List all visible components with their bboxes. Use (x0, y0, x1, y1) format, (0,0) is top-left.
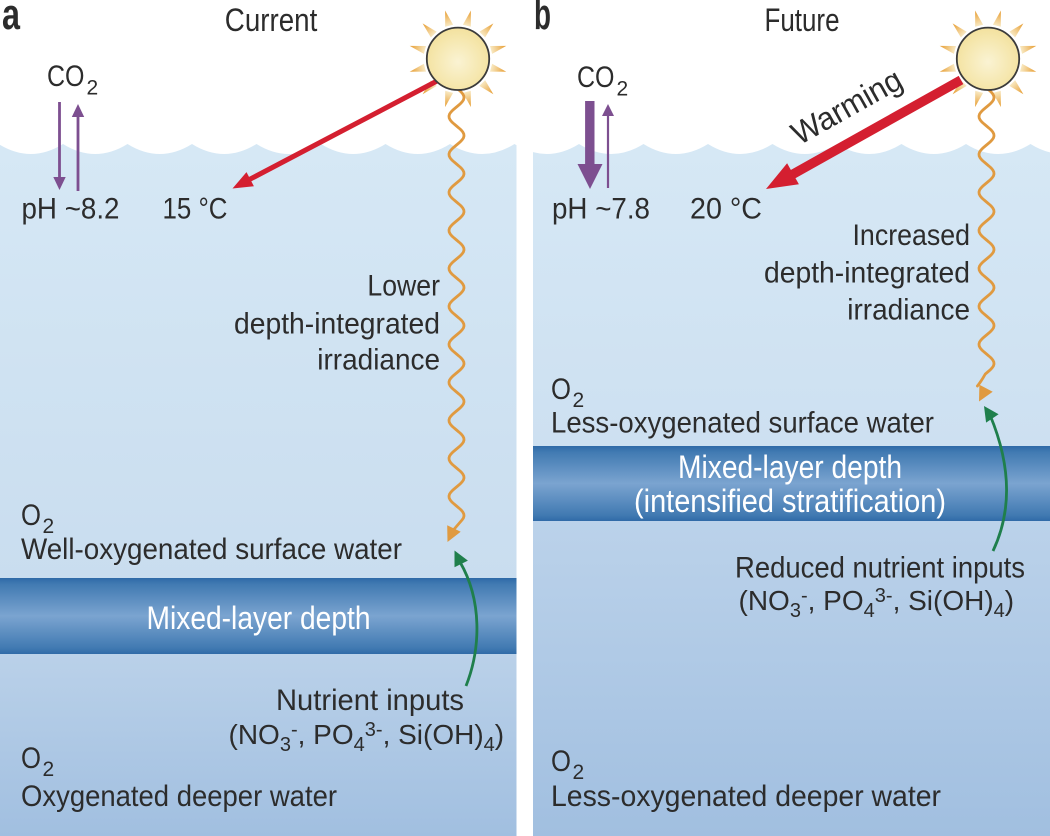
svg-text:irradiance: irradiance (317, 344, 440, 377)
svg-text:O: O (551, 373, 571, 406)
svg-text:2: 2 (573, 761, 585, 784)
svg-text:pH ~8.2: pH ~8.2 (22, 193, 120, 226)
svg-text:2: 2 (43, 758, 55, 781)
svg-text:2: 2 (617, 78, 629, 101)
svg-text:CO: CO (577, 61, 615, 94)
svg-text:O: O (21, 499, 41, 532)
svg-text:Lower: Lower (367, 270, 440, 303)
svg-text:Oxygenated deeper water: Oxygenated deeper water (21, 780, 337, 813)
svg-text:2: 2 (43, 515, 55, 538)
svg-text:a: a (2, 0, 20, 39)
svg-text:2: 2 (87, 77, 99, 100)
svg-text:15 °C: 15 °C (163, 193, 228, 226)
svg-text:Mixed-layer depth: Mixed-layer depth (678, 449, 902, 485)
svg-text:Current: Current (225, 2, 318, 38)
svg-text:CO: CO (47, 60, 85, 93)
svg-text:Mixed-layer depth: Mixed-layer depth (147, 600, 371, 636)
svg-text:Less-oxygenated surface water: Less-oxygenated surface water (551, 407, 934, 440)
svg-text:Less-oxygenated deeper water: Less-oxygenated deeper water (551, 780, 941, 813)
svg-text:pH ~7.8: pH ~7.8 (552, 193, 650, 226)
svg-text:Reduced nutrient inputs: Reduced nutrient inputs (735, 552, 1025, 585)
svg-text:depth-integrated: depth-integrated (764, 257, 970, 290)
svg-text:Nutrient inputs: Nutrient inputs (276, 684, 464, 717)
svg-text:Increased: Increased (853, 219, 971, 252)
svg-text:depth-integrated: depth-integrated (234, 308, 440, 341)
svg-text:Well-oxygenated surface water: Well-oxygenated surface water (21, 533, 402, 566)
svg-text:b: b (534, 0, 551, 39)
svg-text:irradiance: irradiance (847, 294, 970, 327)
svg-text:2: 2 (573, 389, 585, 412)
svg-text:(intensified stratification): (intensified stratification) (634, 483, 946, 519)
svg-text:O: O (21, 742, 41, 775)
svg-text:Future: Future (765, 2, 840, 38)
svg-text:20 °C: 20 °C (690, 193, 762, 226)
svg-text:O: O (551, 745, 571, 778)
